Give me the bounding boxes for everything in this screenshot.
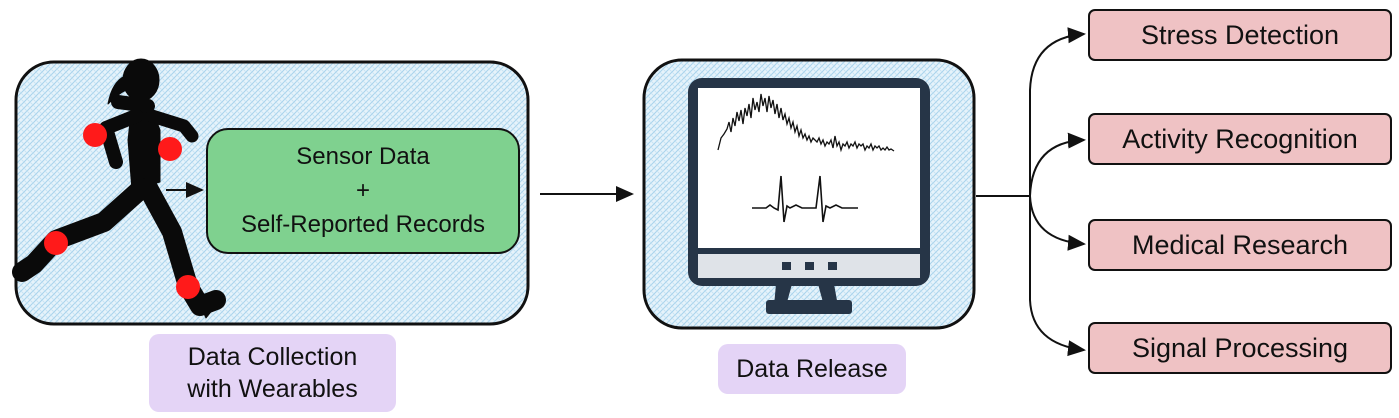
task-activity-recognition: Activity Recognition — [1088, 113, 1392, 165]
sensor-data-label: Sensor Data — [296, 143, 430, 170]
sensor-dot-icon — [44, 231, 68, 255]
task-signal-processing: Signal Processing — [1088, 322, 1392, 374]
task-medical-research: Medical Research — [1088, 219, 1392, 271]
task-label: Activity Recognition — [1122, 123, 1358, 154]
release-caption-text: Data Release — [736, 355, 888, 383]
sensor-data-box: Sensor Data + Self-Reported Records — [206, 128, 520, 254]
ecg-trace — [752, 175, 858, 223]
collection-caption-line1: Data Collection — [187, 343, 358, 371]
release-caption: Data Release — [718, 344, 906, 394]
sensor-dots — [44, 123, 200, 299]
runner-silhouette-icon — [12, 58, 226, 319]
branch-connectors — [976, 27, 1086, 357]
collection-caption-line2: with Wearables — [187, 375, 358, 403]
sensor-plus-label: + — [355, 177, 370, 204]
signal-trace — [717, 93, 895, 153]
task-label: Signal Processing — [1131, 332, 1349, 363]
sensor-dot-icon — [83, 123, 107, 147]
collection-caption: Data Collection with Wearables — [149, 334, 396, 412]
sensor-dot-icon — [176, 275, 200, 299]
task-stress-detection: Stress Detection — [1088, 9, 1392, 61]
computer-monitor-icon — [688, 78, 930, 314]
task-label: Medical Research — [1131, 229, 1349, 260]
sensor-dot-icon — [158, 137, 182, 161]
self-reported-label: Self-Reported Records — [240, 211, 486, 238]
task-label: Stress Detection — [1140, 19, 1340, 50]
